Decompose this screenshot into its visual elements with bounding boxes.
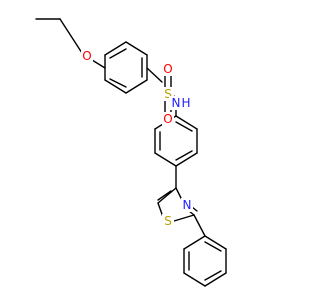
sulfonyl-oxygen-top-atom: O <box>162 62 174 76</box>
molecule-structure-diagram: O S O O N H S N <box>35 18 227 287</box>
benzene-a-inner-3 <box>109 78 127 88</box>
sulfonyl-oxygen-bottom-label: O <box>163 112 172 126</box>
benzene-c-bond-6 <box>183 235 206 250</box>
benzene-b-bond-3 <box>175 152 198 167</box>
ether-aryl-bond <box>91 59 106 69</box>
benzene-a-inner-1 <box>109 48 127 59</box>
ether-oxygen-atom: O <box>81 49 93 63</box>
benzene-c-inner-1 <box>204 241 222 252</box>
sulfonyl-oxygen-bottom-atom: O <box>162 112 174 126</box>
benzene-b-inner-1 <box>175 121 193 132</box>
benzene-a-bond-6 <box>104 41 127 56</box>
benzene-b-inner-2 <box>175 150 193 161</box>
benzene-b-bond-1 <box>175 115 198 130</box>
benzene-c-bond-1 <box>204 235 227 250</box>
benzene-c-bond-4 <box>183 272 206 287</box>
ether-oxygen-label: O <box>82 49 91 63</box>
thiazole-sulfur-label: S <box>164 214 172 228</box>
thiazole-c4-c5-bond <box>157 187 177 204</box>
benzene-a-bond-3 <box>125 79 148 94</box>
thiazole-s-c2-bond <box>173 214 195 222</box>
bond-layer <box>35 18 227 287</box>
benzene-a-bond-5 <box>125 41 148 56</box>
ethyl-methylene-bond <box>59 18 83 54</box>
thiazole-sulfur-atom: S <box>162 214 174 228</box>
amide-nitrogen-label: N <box>172 96 181 110</box>
benzene-b-bond-4 <box>154 152 177 167</box>
thiazole-nitrogen-atom: N <box>181 198 193 212</box>
sulfonyl-oxygen-top-label: O <box>163 62 172 76</box>
amide-nitrogen-atom: N H <box>169 96 194 110</box>
benzene-c-inner-2 <box>204 270 222 281</box>
thiazole-c4-c5-inner <box>157 190 172 201</box>
benzene-a-bond-2 <box>104 79 127 94</box>
aryl-sulfur-bond <box>146 67 163 83</box>
thiazole-phenyl-bond <box>193 214 206 237</box>
amide-hydrogen-label: H <box>181 96 190 110</box>
atom-label-layer: O S O O N H S N <box>81 49 194 228</box>
sulfonyl-sulfur-label: S <box>164 87 172 101</box>
benzene-c-bond-3 <box>204 272 227 287</box>
thiazole-nitrogen-label: N <box>183 198 192 212</box>
